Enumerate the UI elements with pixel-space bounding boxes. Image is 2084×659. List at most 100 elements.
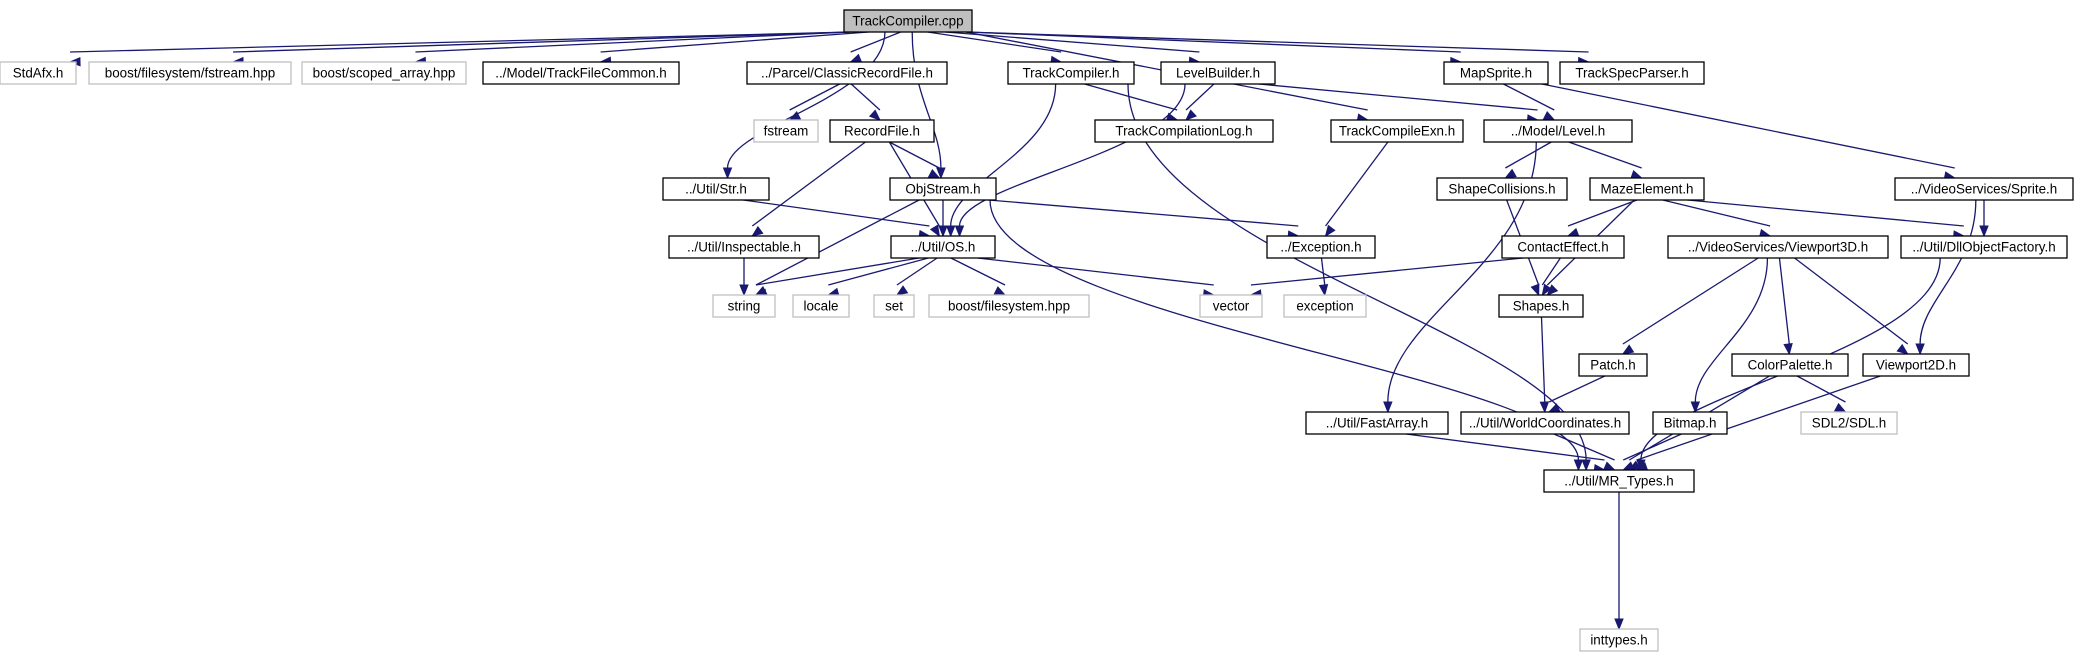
node-ColorPalette_h[interactable]: ColorPalette.h xyxy=(1731,353,1849,377)
node-Viewport3D_h[interactable]: ../VideoServices/Viewport3D.h xyxy=(1667,235,1889,259)
node-label: boost/scoped_array.hpp xyxy=(313,66,456,81)
node-label: ../Model/Level.h xyxy=(1511,124,1606,139)
node-TrackFileCommon_h[interactable]: ../Model/TrackFileCommon.h xyxy=(482,61,680,85)
node-label: LevelBuilder.h xyxy=(1176,66,1260,81)
node-Level_h[interactable]: ../Model/Level.h xyxy=(1483,119,1633,143)
node-vector: vector xyxy=(1199,294,1263,318)
edge-OS_h-to-set xyxy=(895,257,938,296)
edge-ContactEffect_h-to-Shapes_h xyxy=(1541,257,1561,297)
node-Str_h[interactable]: ../Util/Str.h xyxy=(662,177,770,201)
node-TrackCompiler_h[interactable]: TrackCompiler.h xyxy=(1007,61,1135,85)
edge-MR_Types_h-to-inttypes_h xyxy=(1614,492,1624,631)
node-label: vector xyxy=(1213,299,1250,314)
node-label: TrackSpecParser.h xyxy=(1575,66,1688,81)
edge-OS_h-to-locale xyxy=(827,257,929,297)
node-RecordFile_h[interactable]: RecordFile.h xyxy=(829,119,935,143)
node-label: MapSprite.h xyxy=(1460,66,1532,81)
node-TrackCompiler_cpp[interactable]: TrackCompiler.cpp xyxy=(843,9,973,33)
edge-ColorPalette_h-to-SDL_h xyxy=(1796,375,1847,413)
node-box xyxy=(1330,119,1464,143)
edge-OS_h-to-boost_filesystem xyxy=(950,257,1007,296)
node-set: set xyxy=(873,294,915,318)
node-box xyxy=(1094,119,1274,143)
edge-Shapes_h-to-WorldCoordinates_h xyxy=(1539,316,1550,414)
node-box xyxy=(1501,235,1625,259)
edge-LevelBuilder_h-to-TrackCompilationLog_h xyxy=(1185,83,1215,121)
node-box xyxy=(1900,235,2068,259)
edge-Sprite_h-to-Viewport2D_h xyxy=(1915,199,1977,356)
edge-Inspectable_h-to-string xyxy=(739,258,749,297)
edge-Sprite_h-to-DllObjectFactory_h xyxy=(1979,200,1989,238)
node-box xyxy=(1652,411,1728,435)
node-fstream: fstream xyxy=(753,119,819,143)
node-Bitmap_h[interactable]: Bitmap.h xyxy=(1652,411,1728,435)
node-TrackCompileExn_h[interactable]: TrackCompileExn.h xyxy=(1330,119,1464,143)
node-label: boost/filesystem/fstream.hpp xyxy=(105,66,275,81)
node-label: ../Util/FastArray.h xyxy=(1326,416,1428,431)
node-box xyxy=(1305,411,1449,435)
node-box xyxy=(1579,628,1659,652)
node-WorldCoordinates_h[interactable]: ../Util/WorldCoordinates.h xyxy=(1460,411,1630,435)
edge-FastArray_h-to-MR_Types_h xyxy=(1405,433,1606,474)
node-box xyxy=(843,9,973,33)
node-box xyxy=(792,294,850,318)
node-Exception_h[interactable]: ../Exception.h xyxy=(1266,235,1376,259)
node-label: ../Util/Inspectable.h xyxy=(687,240,801,255)
node-box xyxy=(1266,235,1376,259)
node-ShapeCollisions_h[interactable]: ShapeCollisions.h xyxy=(1436,177,1568,201)
node-box xyxy=(1578,353,1648,377)
node-label: ../Parcel/ClassicRecordFile.h xyxy=(761,66,933,81)
node-box xyxy=(753,119,819,143)
node-box xyxy=(1667,235,1889,259)
node-MazeElement_h[interactable]: MazeElement.h xyxy=(1589,177,1705,201)
node-Inspectable_h[interactable]: ../Util/Inspectable.h xyxy=(668,235,820,259)
node-locale: locale xyxy=(792,294,850,318)
node-label: ColorPalette.h xyxy=(1748,358,1833,373)
node-LevelBuilder_h[interactable]: LevelBuilder.h xyxy=(1160,61,1276,85)
node-box xyxy=(1543,469,1695,493)
node-box xyxy=(1498,294,1584,318)
node-Sprite_h[interactable]: ../VideoServices/Sprite.h xyxy=(1894,177,2074,201)
node-Patch_h[interactable]: Patch.h xyxy=(1578,353,1648,377)
node-TrackCompilationLog_h[interactable]: TrackCompilationLog.h xyxy=(1094,119,1274,143)
node-box xyxy=(1589,177,1705,201)
node-label: Viewport2D.h xyxy=(1876,358,1956,373)
edges-layer xyxy=(68,31,1989,631)
node-label: ContactEffect.h xyxy=(1517,240,1608,255)
node-Shapes_h[interactable]: Shapes.h xyxy=(1498,294,1584,318)
edge-Viewport3D_h-to-ColorPalette_h xyxy=(1778,257,1793,356)
edge-Exception_h-to-exception xyxy=(1318,257,1329,297)
edge-TrackCompiler_cpp-to-boost_fstream xyxy=(231,31,851,67)
node-box xyxy=(1460,411,1630,435)
node-box xyxy=(1443,61,1549,85)
edge-MapSprite_h-to-Level_h xyxy=(1503,83,1556,121)
node-label: TrackCompileExn.h xyxy=(1339,124,1455,139)
node-ClassicRecordFile_h[interactable]: ../Parcel/ClassicRecordFile.h xyxy=(746,61,948,85)
node-box xyxy=(829,119,935,143)
node-label: SDL2/SDL.h xyxy=(1812,416,1886,431)
edge-Level_h-to-ShapeCollisions_h xyxy=(1504,141,1552,179)
node-DllObjectFactory_h[interactable]: ../Util/DllObjectFactory.h xyxy=(1900,235,2068,259)
node-box xyxy=(890,235,996,259)
node-OS_h[interactable]: ../Util/OS.h xyxy=(890,235,996,259)
node-label: Patch.h xyxy=(1590,358,1635,373)
node-TrackSpecParser_h[interactable]: TrackSpecParser.h xyxy=(1559,61,1705,85)
edge-Viewport3D_h-to-Viewport2D_h xyxy=(1794,257,1909,355)
node-exception: exception xyxy=(1283,294,1367,318)
node-label: ../VideoServices/Sprite.h xyxy=(1911,182,2057,197)
node-Viewport2D_h[interactable]: Viewport2D.h xyxy=(1862,353,1970,377)
node-box xyxy=(1283,294,1367,318)
node-ObjStream_h[interactable]: ObjStream.h xyxy=(889,177,997,201)
edge-Viewport3D_h-to-Patch_h xyxy=(1621,257,1759,355)
node-label: ../Util/WorldCoordinates.h xyxy=(1469,416,1621,431)
node-label: ../Exception.h xyxy=(1280,240,1361,255)
node-ContactEffect_h[interactable]: ContactEffect.h xyxy=(1501,235,1625,259)
edge-TrackCompiler_h-to-MR_Types_h xyxy=(1127,83,1591,472)
node-label: locale xyxy=(804,299,839,314)
edge-Bitmap_h-to-MR_Types_h xyxy=(1622,433,1682,471)
node-box xyxy=(1559,61,1705,85)
node-MapSprite_h[interactable]: MapSprite.h xyxy=(1443,61,1549,85)
node-FastArray_h[interactable]: ../Util/FastArray.h xyxy=(1305,411,1449,435)
node-MR_Types_h[interactable]: ../Util/MR_Types.h xyxy=(1543,469,1695,493)
